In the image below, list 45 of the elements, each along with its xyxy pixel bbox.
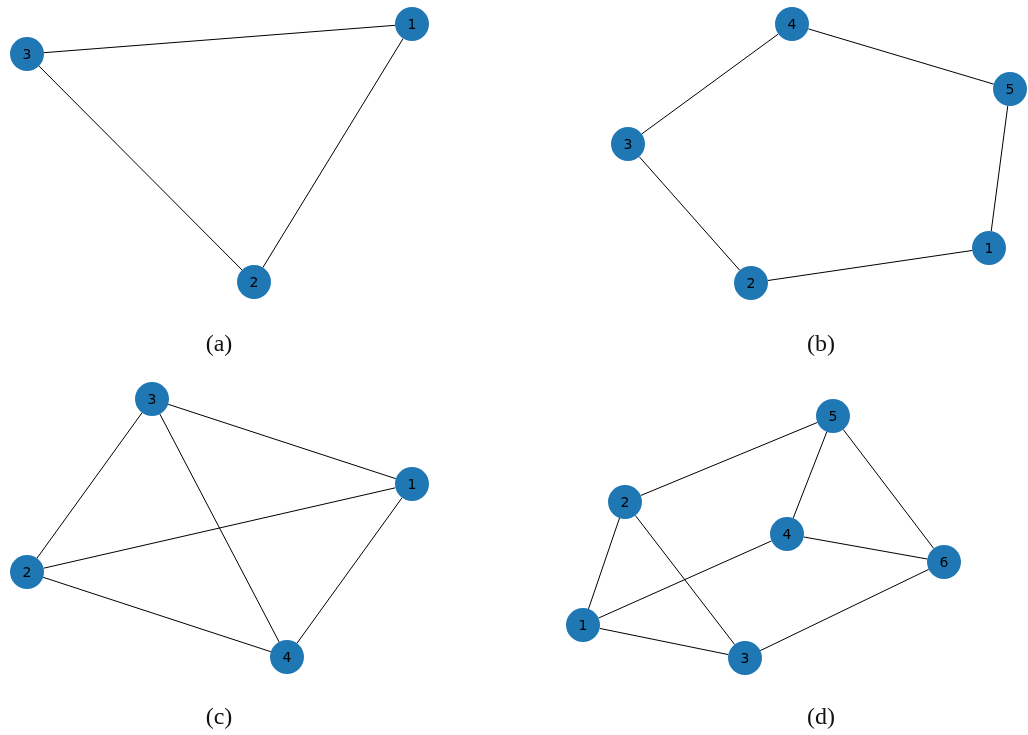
subfigure-label: (d) — [807, 702, 835, 730]
graph-vertex: 1 — [566, 608, 600, 642]
graph-vertex: 6 — [927, 545, 961, 579]
graph-edge — [803, 536, 928, 560]
graph-edge — [598, 540, 772, 619]
graph-edge — [36, 412, 143, 559]
graph-vertex: 2 — [10, 555, 44, 589]
graph-edge — [43, 24, 396, 54]
graph-edge — [990, 105, 1009, 232]
graph-edge — [638, 156, 741, 271]
subfigure-label: (b) — [807, 329, 835, 357]
graph-vertex: 3 — [10, 37, 44, 71]
graph-edge — [634, 514, 736, 646]
subfigure-label: (c) — [205, 702, 233, 730]
graph-vertex: 3 — [728, 641, 762, 675]
graph-edge — [167, 403, 397, 480]
graph-edge — [159, 413, 280, 643]
graph-edge — [767, 249, 973, 282]
graph-edge — [43, 487, 396, 569]
graph-vertex: 5 — [816, 399, 850, 433]
graph-edge — [792, 431, 828, 519]
graph-vertex: 2 — [734, 266, 768, 300]
graph-vertex: 1 — [395, 467, 429, 501]
graph-edge — [588, 517, 620, 610]
graph-edge — [296, 497, 403, 644]
graph-edge — [599, 627, 729, 656]
graph-vertex: 3 — [611, 127, 645, 161]
graph-vertex: 1 — [972, 231, 1006, 265]
graph-edge — [42, 576, 272, 653]
graph-vertex: 4 — [270, 640, 304, 674]
graph-vertex: 4 — [775, 7, 809, 41]
graph-vertex: 3 — [135, 382, 169, 416]
graph-edge — [842, 429, 935, 549]
graph-vertex: 5 — [993, 72, 1027, 106]
graph-vertex: 2 — [608, 485, 642, 519]
subfigure-label: (a) — [205, 329, 233, 357]
graph-vertex: 1 — [395, 7, 429, 41]
graph-vertex: 4 — [770, 517, 804, 551]
graph-edge — [641, 33, 779, 135]
graph-edge — [262, 38, 404, 268]
graph-edge — [759, 568, 930, 652]
graph-edge — [807, 28, 995, 85]
graph-edge — [640, 422, 818, 496]
graph-vertex: 2 — [237, 265, 271, 299]
graph-edge — [38, 65, 243, 271]
